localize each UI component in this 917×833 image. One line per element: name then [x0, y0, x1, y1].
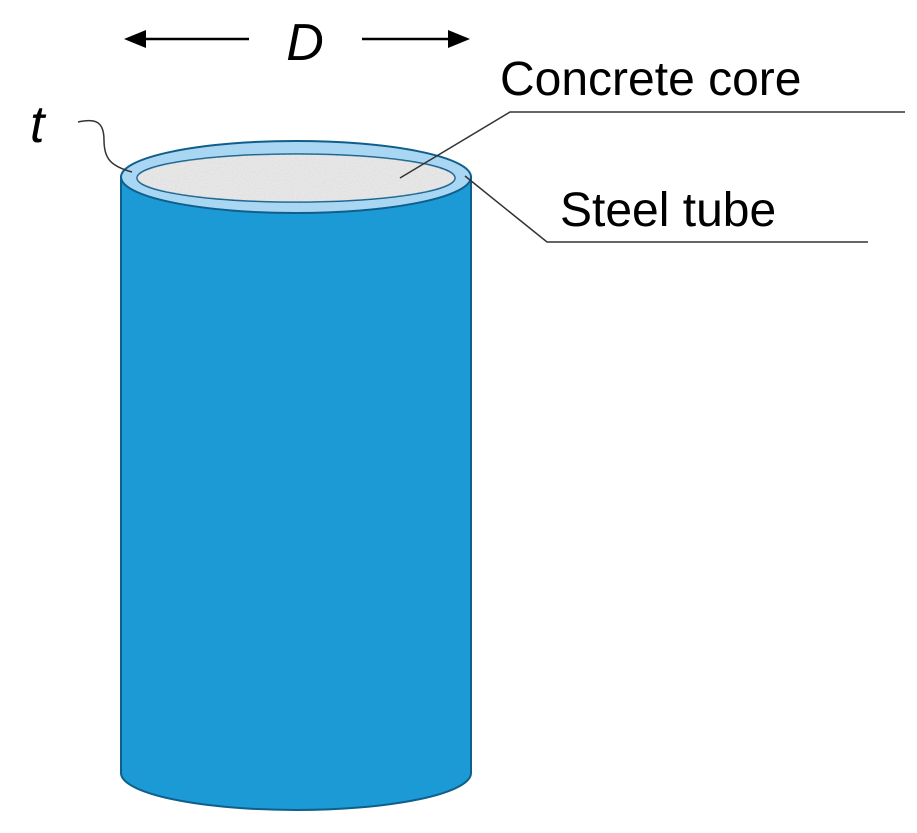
concrete-core-annotation: Concrete core: [399, 53, 905, 179]
thickness-annotation: t: [30, 96, 133, 173]
diameter-label: D: [286, 14, 324, 72]
thickness-leader-line: [77, 119, 133, 173]
steel-tube-body: [120, 176, 472, 811]
steel-tube-annotation: Steel tube: [464, 175, 868, 243]
arrowhead-left-icon: [124, 30, 146, 48]
thickness-label: t: [30, 96, 47, 154]
steel-tube-label: Steel tube: [560, 184, 776, 237]
arrowhead-right-icon: [448, 30, 470, 48]
steel-tube-leader-line: [464, 175, 868, 243]
concrete-texture: [137, 154, 455, 202]
diameter-dimension: D: [124, 14, 470, 72]
concrete-core-label: Concrete core: [500, 53, 801, 106]
tube-body-shape: [120, 176, 472, 811]
concrete-core: [136, 153, 456, 203]
concrete-core-leader-line: [399, 111, 905, 179]
